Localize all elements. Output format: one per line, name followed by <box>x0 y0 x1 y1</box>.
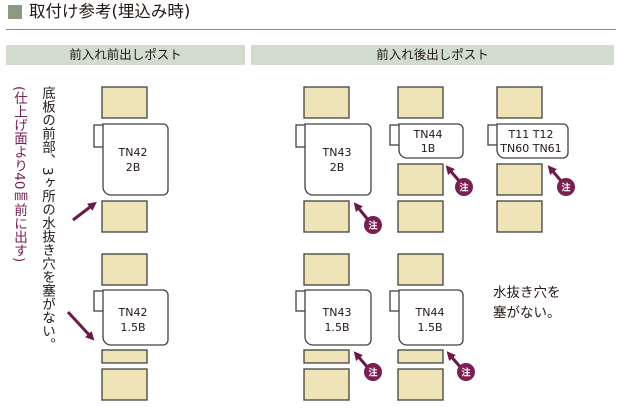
post-tn42-15b-assembly: TN42 1.5B <box>93 253 169 401</box>
drain-hole-arrow <box>547 165 564 183</box>
post-body <box>304 123 372 196</box>
note-badge: 注 <box>457 363 475 381</box>
drain-note: 水抜き穴を 塞がない。 <box>493 283 561 323</box>
page-title: 取付け参考(埋込み時) <box>29 2 191 21</box>
post-body <box>102 289 169 346</box>
wall-block <box>397 253 444 286</box>
drain-hole-arrow <box>445 165 462 183</box>
side-caption: 底板の前部、3ヶ所の水抜き穴を塞がない。 <box>39 86 55 352</box>
model-label-line2: 1.5B <box>324 321 349 334</box>
post-body <box>304 289 372 346</box>
model-label-line2: 1.5B <box>120 321 145 334</box>
post-tn43-15b-assembly: TN43 1.5B <box>295 253 372 401</box>
note-badge-text: 注 <box>561 182 570 194</box>
post-tn42-2b-assembly: TN42 2B <box>93 86 169 233</box>
model-label-line2: 1B <box>421 142 436 155</box>
section-header-front-in-rear-out: 前入れ後出しポスト <box>251 45 614 65</box>
note-badge: 注 <box>364 216 382 234</box>
model-label-line1: TN42 <box>118 306 148 319</box>
model-label-line2: 1.5B <box>417 321 442 334</box>
title-divider <box>6 29 616 30</box>
model-label-line1: TN44 <box>413 128 443 141</box>
model-label-line1: T11 T12 <box>508 128 554 141</box>
note-badge-text: 注 <box>459 182 468 194</box>
post-body <box>398 289 464 346</box>
wall-block <box>101 349 148 364</box>
wall-block <box>101 368 148 401</box>
wall-block <box>397 200 444 233</box>
wall-block <box>496 163 543 196</box>
model-label-line2: TN60 TN61 <box>499 142 561 155</box>
model-label-line1: TN43 <box>322 306 352 319</box>
drain-note-line: 水抜き穴を <box>493 285 561 301</box>
model-label-line1: TN44 <box>415 306 445 319</box>
model-label-line2: 2B <box>126 161 141 174</box>
wall-block <box>397 86 444 119</box>
note-badge: 注 <box>455 178 473 196</box>
wall-block <box>496 86 543 119</box>
wall-block <box>397 368 444 401</box>
title-square-icon <box>8 5 22 19</box>
model-label-line1: TN43 <box>322 146 352 159</box>
wall-block <box>303 349 350 364</box>
note-badge-text: 注 <box>368 220 377 232</box>
wall-block <box>496 200 543 233</box>
note-badge: 注 <box>364 363 382 381</box>
callout-arrow <box>72 201 97 222</box>
note-badge-text: 注 <box>461 367 470 379</box>
post-body <box>398 123 464 159</box>
section-header-front-in-front-out: 前入れ前出しポスト <box>6 45 245 65</box>
model-label-line1: TN42 <box>118 146 148 159</box>
wall-block <box>303 253 350 286</box>
model-label-line2: 2B <box>330 161 345 174</box>
post-t11-t12-tn60-tn61-assembly: T11 T12 TN60 TN61 <box>487 86 569 233</box>
post-tn44-15b-assembly: TN44 1.5B <box>389 253 464 401</box>
post-tn43-2b-assembly: TN43 2B <box>295 86 372 233</box>
wall-block <box>303 200 350 233</box>
wall-block <box>397 163 444 196</box>
wall-block <box>101 253 148 286</box>
drain-hole-arrow <box>353 202 371 222</box>
side-caption-note: (仕上げ面より40㎜前に出す) <box>11 86 27 263</box>
wall-block <box>303 368 350 401</box>
post-tn44-1b-assembly: TN44 1B <box>389 86 464 233</box>
wall-block <box>101 86 148 119</box>
wall-block <box>303 86 350 119</box>
drain-note-line: 塞がない。 <box>493 305 561 321</box>
post-body <box>496 123 569 159</box>
post-body <box>102 123 169 196</box>
wall-block <box>101 200 148 233</box>
note-badge: 注 <box>557 178 575 196</box>
wall-block <box>397 349 444 364</box>
note-badge-text: 注 <box>368 367 377 379</box>
callout-arrow <box>66 310 95 341</box>
